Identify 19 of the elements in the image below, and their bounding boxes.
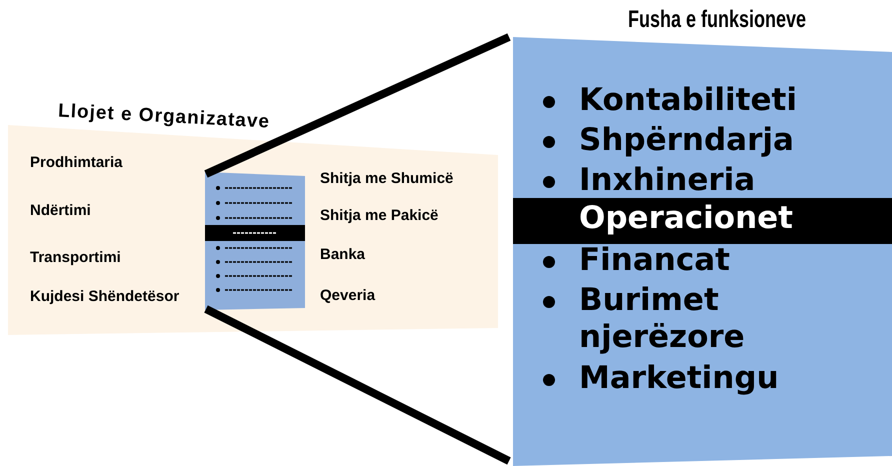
panel-heading: Llojet e Organizatave xyxy=(58,100,271,134)
panel-heading: Fusha e funksioneve xyxy=(628,6,806,34)
organization-label: Shitja me Pakicë xyxy=(320,207,438,224)
organization-label: Ndërtimi xyxy=(30,202,91,219)
organization-label: Qeveria xyxy=(320,287,376,304)
function-label: Marketingu xyxy=(579,360,779,398)
function-label: Financat xyxy=(579,242,730,280)
zoom-line xyxy=(204,305,511,465)
function-label: Shpërndarja xyxy=(579,122,794,160)
organization-label: Prodhimtaria xyxy=(30,154,123,171)
organization-label: Banka xyxy=(320,246,366,263)
organization-label: Transportimi xyxy=(30,249,121,266)
organization-label: Kujdesi Shëndetësor xyxy=(30,288,180,305)
zoom-line xyxy=(204,33,511,178)
function-label: Burimet njerëzore xyxy=(579,282,746,356)
function-label: Inxhineria xyxy=(579,162,756,200)
function-label: Kontabiliteti xyxy=(579,82,797,120)
organization-label: Shitja me Shumicë xyxy=(320,170,454,187)
function-label: Operacionet xyxy=(579,200,793,236)
